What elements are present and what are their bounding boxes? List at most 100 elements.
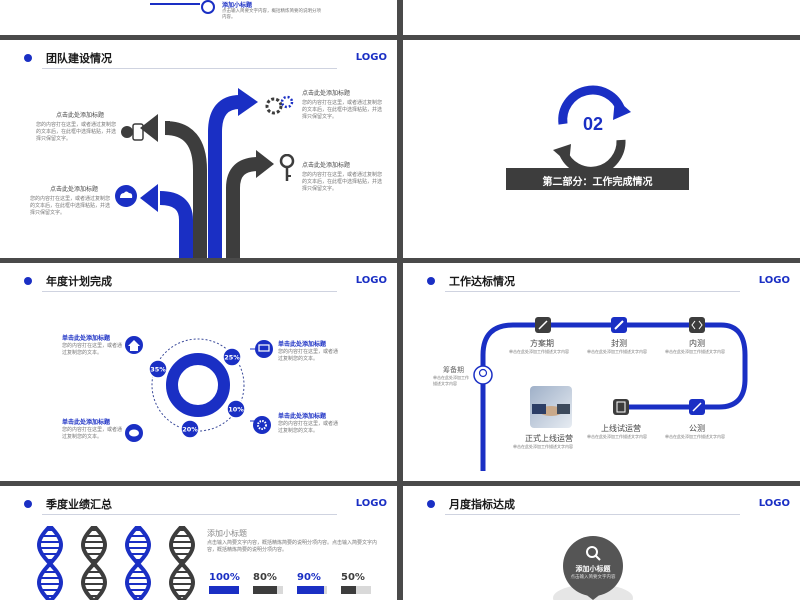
team-item-body: 您的内容打在这里，或者通过复制您的文本后，在此框中选择粘贴，并选择只保留文字。: [30, 196, 111, 216]
stage-body: 单击在此处添加工作描述文字内容: [509, 349, 569, 354]
stage-label: 上线试运营: [601, 424, 641, 433]
pin-graphic: [553, 536, 633, 600]
percent-label: 35%: [150, 366, 166, 374]
monitor-icon: [255, 340, 273, 358]
pin-title: 添加小标题: [575, 565, 611, 573]
header-divider: [445, 291, 740, 292]
logo: LOGO: [355, 52, 387, 63]
logo: LOGO: [355, 498, 387, 509]
bar-fill: [253, 586, 277, 594]
header-divider: [42, 514, 337, 515]
bar-value-label: 100%: [209, 572, 240, 583]
annual-center-label: 添加标题: [185, 383, 210, 390]
annual-item-head: 单击此处添加标题: [278, 341, 327, 348]
team-item-head: 点击此处添加标题: [50, 186, 99, 193]
percent-badge: [226, 399, 246, 419]
stage-label: 公测: [689, 424, 705, 433]
team-item-body: 您的内容打在这里，或者通过复制您的文本后，在此框中选择粘贴，并选择只保留文字。: [36, 122, 117, 142]
gears-icon: [265, 95, 294, 115]
percent-badge: [222, 347, 242, 367]
team-item-body: 您的内容打在这里，或者通过复制您的文本后，在此框中选择粘贴，并选择只保留文字。: [302, 172, 383, 192]
handshake-photo: [530, 386, 572, 428]
stage-label: 封测: [611, 339, 627, 348]
logo: LOGO: [355, 275, 387, 286]
slide-title: 工作达标情况: [449, 275, 515, 288]
stage-label: 方案期: [530, 339, 554, 348]
section-number: 02: [582, 114, 604, 134]
header-dot: [427, 500, 435, 508]
dna-strand: [37, 526, 63, 600]
stage-label: 正式上线运营: [525, 434, 573, 443]
annual-item-body: 您的内容打在这里，或者通过复制您的文本。: [62, 343, 123, 356]
pin-body: 点击输入简要文字内容: [570, 575, 616, 580]
slide-top-right: [403, 0, 800, 35]
annual-item-body: 您的内容打在这里，或者通过复制您的文本。: [278, 349, 339, 362]
pen-icon: [535, 317, 551, 333]
dna-strand: [81, 526, 107, 600]
percent-badge: [180, 419, 200, 439]
key-icon: [279, 154, 295, 181]
slide-title: 季度业绩汇总: [46, 498, 112, 511]
slide-monthly: 月度指标达成 LOGO 添加小标题 点击输入简要文字内容: [403, 486, 800, 600]
header-dot: [24, 500, 32, 508]
percent-label: 20%: [182, 426, 198, 434]
stage-label: 内测: [689, 339, 705, 348]
header-dot: [427, 277, 435, 285]
slide-title: 月度指标达成: [449, 498, 515, 511]
cloud-icon: [115, 185, 137, 207]
header-divider: [445, 514, 740, 515]
quarter-body: 点击输入简要文字内容，概括精炼简要的说明分项内容。点击输入简要文字内容，概括精炼…: [207, 540, 378, 553]
annual-item-body: 您的内容打在这里，或者通过复制您的文本。: [278, 421, 339, 434]
slide-work: 工作达标情况 LOGO: [403, 263, 800, 481]
team-item-head: 点击此处添加标题: [302, 90, 351, 97]
search-icon: [586, 546, 601, 561]
code-icon: [689, 317, 705, 333]
brush-icon: [611, 317, 627, 333]
work-track: [473, 317, 748, 471]
bar-fill: [297, 586, 324, 594]
dna-strand: [125, 526, 151, 600]
stage-body: 单击在此处添加工作描述文字内容: [665, 434, 725, 439]
section-label-bar: [506, 168, 689, 190]
stage-body: 单击在此处添加工作描述文字内容: [433, 375, 469, 386]
home-icon: [125, 336, 143, 354]
slide-top-left: 添加小标题 点击输入简要文字内容，概括精炼简要的说明分项内容。: [0, 0, 397, 35]
percent-label: 10%: [228, 406, 244, 414]
slide-annual: 年度计划完成 LOGO 35% 25% 20% 10% 添加标题 单击此处添加标题 您…: [0, 263, 397, 481]
quarter-subtitle: 添加小标题: [207, 529, 247, 538]
header-dot: [24, 54, 32, 62]
bar-track: [341, 586, 371, 594]
dna-graphic: [37, 526, 195, 600]
bar-value-label: 80%: [253, 572, 277, 583]
annual-item-head: 单击此处添加标题: [278, 413, 327, 420]
doc-icon: [613, 399, 629, 415]
top-left-subtitle: 添加小标题: [222, 2, 253, 9]
logo: LOGO: [758, 498, 790, 509]
bar-fill: [209, 586, 239, 594]
team-item-head: 点击此处添加标题: [56, 112, 105, 119]
top-left-body: 点击输入简要文字内容，概括精炼简要的说明分项内容。: [222, 9, 321, 20]
slide-title: 年度计划完成: [46, 275, 112, 288]
stage-body: 单击在此处添加工作描述文字内容: [665, 349, 725, 354]
arrows-graphic: [140, 88, 274, 258]
header-dot: [24, 277, 32, 285]
header-divider: [42, 68, 337, 69]
percent-label: 25%: [224, 354, 240, 362]
team-item-body: 您的内容打在这里，或者通过复制您的文本后，在此框中选择粘贴，并选择只保留文字。: [302, 100, 383, 120]
dna-strand: [169, 526, 195, 600]
bar-fill: [341, 586, 356, 594]
slide-team: 团队建设情况 LOGO 点击此处添加标题 您的内容打在这里，或者通过复制您的文本…: [0, 40, 397, 258]
chat-icon: [125, 424, 143, 442]
team-item-head: 点击此处添加标题: [302, 162, 351, 169]
logo: LOGO: [758, 275, 790, 286]
annual-item-body: 您的内容打在这里，或者通过复制您的文本。: [62, 427, 123, 440]
slide-section: 02 第二部分：工作完成情况: [403, 40, 800, 258]
stage-body: 单击在此处添加工作描述文字内容: [587, 434, 647, 439]
slide-title: 团队建设情况: [46, 52, 112, 65]
stage-body: 单击在此处添加工作描述文字内容: [513, 444, 573, 449]
slide-quarter: 季度业绩汇总 LOGO 添加小标题 点击输入简要文字内容，概括精炼简要的说明分项…: [0, 486, 397, 600]
bulb-icon: [473, 365, 493, 385]
annual-item-head: 单击此处添加标题: [62, 335, 111, 342]
percent-badge: [148, 359, 168, 379]
header-divider: [42, 291, 337, 292]
